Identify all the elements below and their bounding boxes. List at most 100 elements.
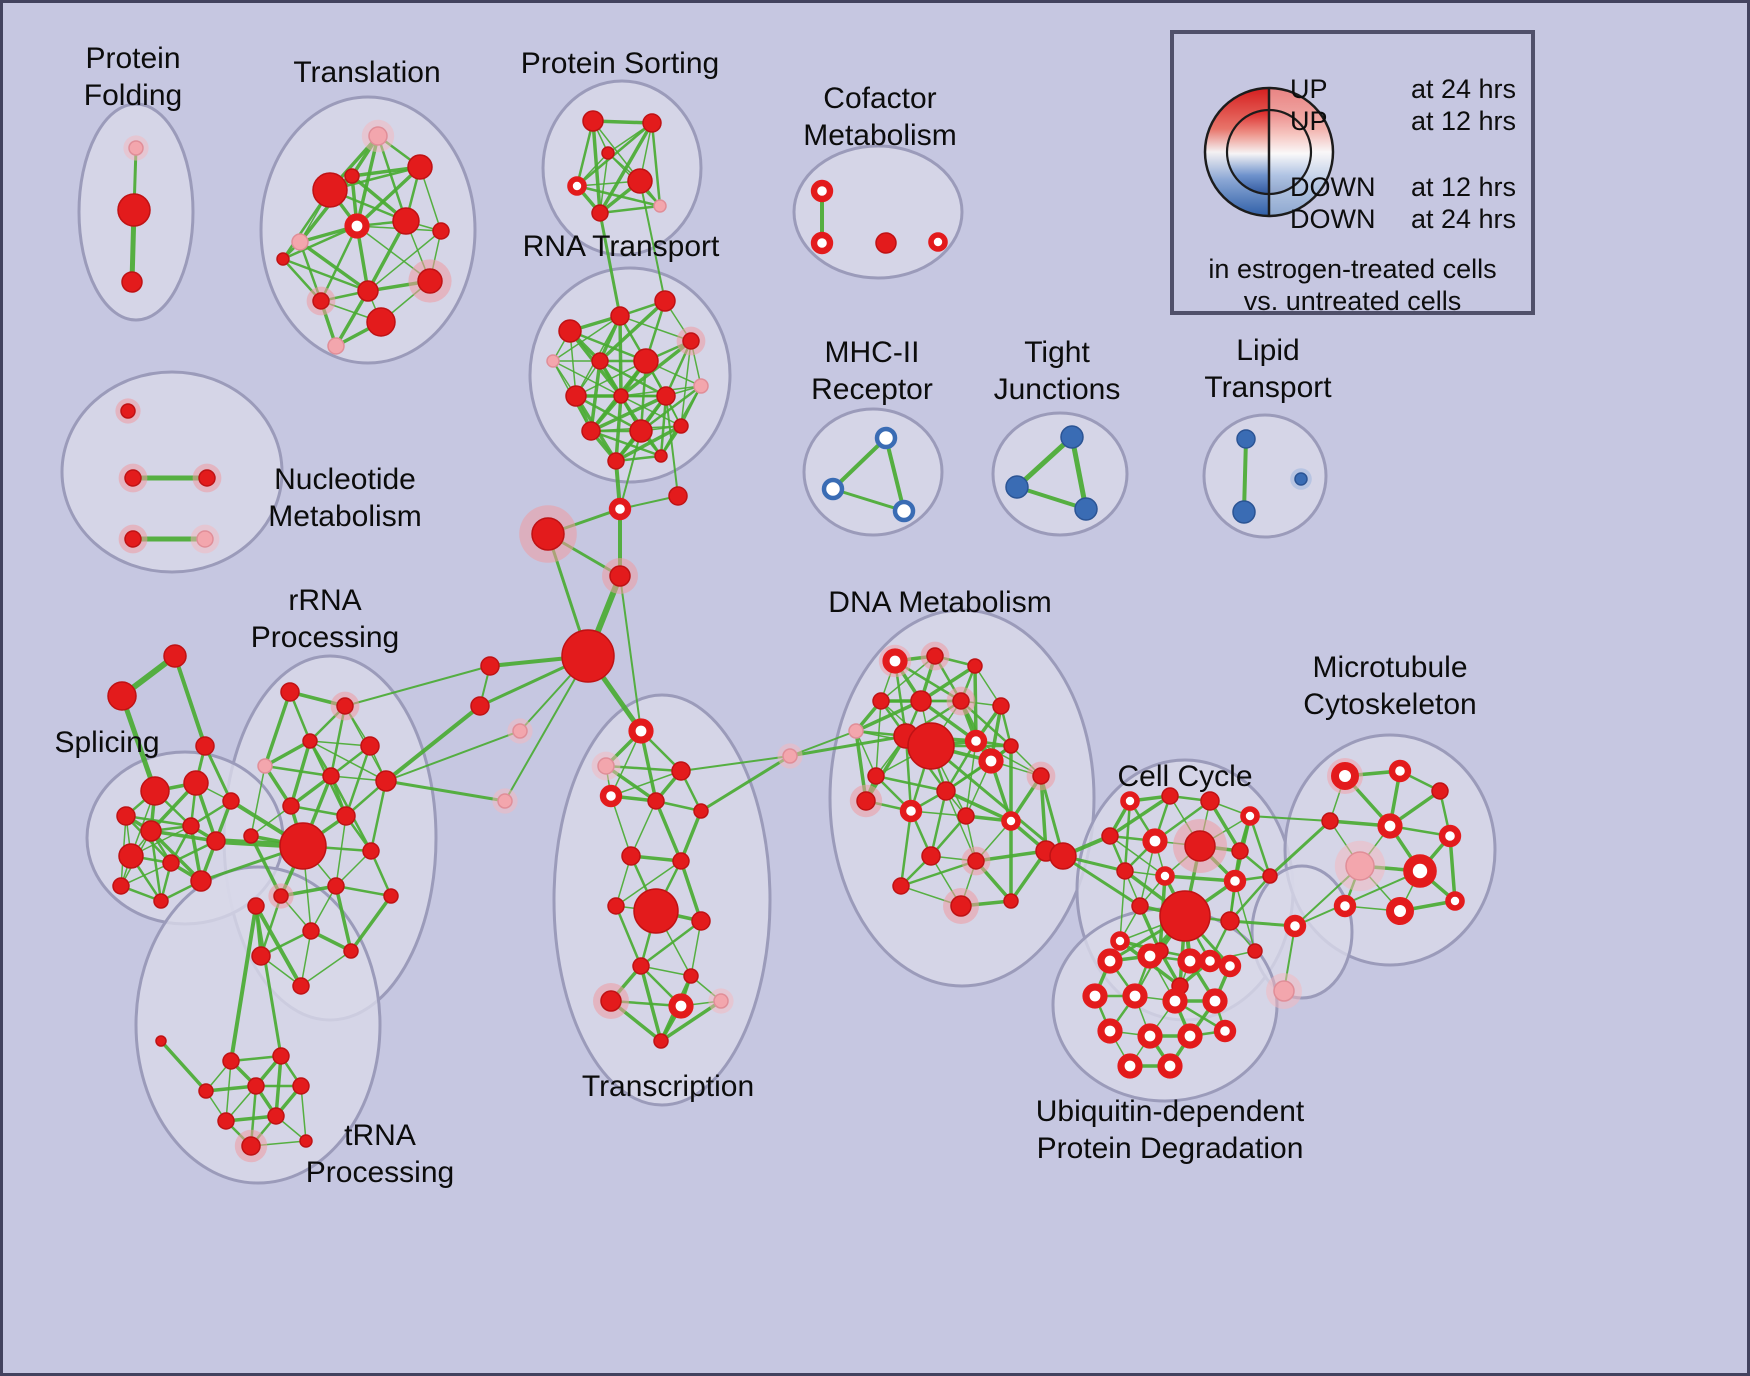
node [607,452,625,470]
node [892,499,916,523]
edge [254,904,283,1058]
edge [874,774,948,793]
node [344,213,370,239]
cluster-label-protein-sorting: Protein Sorting [521,47,719,80]
edge [309,740,371,747]
edge [1108,794,1172,838]
node [668,486,688,506]
node [344,168,360,184]
node [1331,762,1359,790]
edge [300,930,312,987]
node [671,761,691,781]
node [1159,890,1211,942]
node [1142,828,1168,854]
node [967,658,983,674]
node [312,172,348,208]
legend-time-label: at 12 hrs [1410,172,1516,202]
node [1294,472,1308,486]
node [546,354,560,368]
edge [619,575,642,732]
node [407,154,433,180]
node [567,176,587,196]
node [1155,866,1175,886]
edge [334,884,393,898]
edge [1234,880,1256,952]
edge [598,299,667,363]
node [417,268,443,294]
cluster-label-translation: Translation [293,56,440,89]
node [162,854,180,872]
edge [639,384,703,433]
node [153,893,169,909]
edge [149,829,218,843]
node [357,280,379,302]
node [195,736,215,756]
edge [355,165,422,228]
cluster-label-dna-metabolism: DNA Metabolism [828,586,1051,619]
node [672,852,690,870]
node [1273,980,1295,1002]
node [1005,475,1029,499]
legend-time-label: at 12 hrs [1410,106,1516,136]
node [653,1033,669,1049]
cluster-label-lipid-transport: Transport [1204,371,1332,404]
cluster-ellipse-nucleotide-metabolism [60,370,284,574]
legend-dir-label: UP [1290,106,1328,136]
node [609,565,631,587]
node [608,497,632,521]
node [1220,911,1240,931]
node [621,846,641,866]
node [299,1134,313,1148]
node [601,146,615,160]
node [1232,500,1256,524]
node [383,888,399,904]
legend-row-up-24: UP at 24 hrs [1290,74,1516,105]
node [654,290,676,312]
edge [630,800,657,857]
edge [1123,799,1132,873]
edge [884,436,906,513]
node [1200,791,1220,811]
node [642,113,662,133]
edge [1014,434,1075,490]
edge [552,315,621,362]
edge [385,730,521,782]
node [1386,897,1414,925]
node [926,647,944,665]
edge [788,734,908,758]
node [1198,949,1222,973]
node [292,1077,310,1095]
node [336,697,354,715]
node [1110,931,1130,951]
node [654,449,668,463]
node [882,648,908,674]
cluster-label-nucleotide-metabolism: Metabolism [268,500,421,533]
node [362,842,380,860]
edge [281,257,370,293]
legend-note-2: vs. untreated cells [1243,286,1462,316]
edge [344,744,372,818]
node [875,232,897,254]
edge [552,360,622,397]
node [273,888,289,904]
legend-row-down-24: DOWN at 24 hrs [1290,204,1516,235]
node [921,846,941,866]
node [992,697,1010,715]
node [653,199,667,213]
node [366,307,396,337]
node [910,690,932,712]
node [190,870,212,892]
node [257,758,273,774]
node [1223,869,1247,893]
legend-time-label: at 24 hrs [1410,204,1516,234]
node [120,403,136,419]
edge [699,754,792,813]
node [327,337,345,355]
node [432,222,450,240]
cluster-ellipse-mhc-ii-receptor [802,407,944,537]
node [928,232,948,252]
node [867,767,885,785]
cluster-label-rrna-processing: rRNA [288,584,361,617]
node [206,831,226,851]
